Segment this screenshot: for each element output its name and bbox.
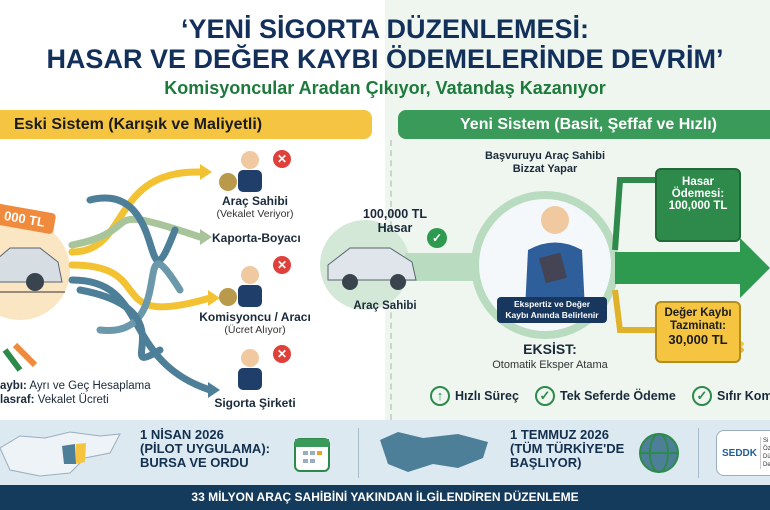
footer-banner: 33 MİLYON ARAÇ SAHİBİNİ YAKINDAN İLGİLEN… [0, 485, 770, 510]
orange-arrow-icon [12, 342, 38, 368]
yellow-connector [612, 289, 655, 333]
damage-pay-line-2: 100,000 TL [668, 200, 728, 212]
arrow-heads [200, 164, 220, 398]
region-map-icon [0, 431, 121, 477]
feature-zero-commission: ✓ Sıfır Kom [692, 386, 770, 406]
big-green-arrow [615, 238, 770, 298]
check-icon: ✓ [427, 228, 447, 248]
feature-label: Hızlı Süreç [455, 389, 519, 403]
damage-label: Hasar [377, 221, 413, 235]
feature-fast: ↑ Hızlı Süreç [430, 386, 519, 406]
note-text: Vekalet Ücreti [34, 394, 109, 406]
actor-note: (Vekalet Veriyor) [216, 208, 294, 220]
apply-line-1: Başvuruyu Araç Sahibi [484, 150, 606, 162]
title-line-1: ‘YENİ SİGORTA DÜZENLEMESİ: [180, 14, 590, 44]
logo-side-line: Si [763, 438, 769, 444]
logo-side-line: Dü [763, 454, 770, 460]
new-system-banner: Yeni Sistem (Basit, Şeffaf ve Hızlı) [398, 110, 770, 139]
damage-payment-box: Hasar Ödemesi: 100,000 TL [655, 168, 741, 242]
actor-sigorta-sirketi: Sigorta Şirketi [214, 396, 296, 410]
logo-side-line: De [763, 462, 770, 468]
green-connector [612, 177, 655, 251]
expert-label-box: Ekspertiz ve Değer Kaybı Anında Belirlen… [497, 297, 607, 323]
logo-side-text: Si Öz Dü De [760, 437, 770, 469]
old-system-banner: Eski Sistem (Karışık ve Maliyetli) [0, 110, 372, 139]
value-loss-box: Değer Kaybı Tazminatı: 30,000 TL [655, 301, 741, 363]
actor-note: (Ücret Alıyor) [224, 324, 286, 336]
apply-line-2: Bizzat Yapar [512, 163, 578, 175]
globe-icon [639, 433, 679, 473]
timeline-divider [698, 428, 699, 478]
x-icon: ✕ [273, 150, 291, 168]
national-status: BAŞLIYOR) [510, 455, 582, 470]
old-system-illustration [0, 151, 262, 398]
tangled-arrows [68, 168, 214, 394]
national-date: 1 TEMMUZ 2026 [510, 427, 609, 442]
note-text: Ayrı ve Geç Hesaplama [26, 380, 151, 392]
expert-line-2: Kaybı Anında Belirlenir [505, 310, 599, 320]
eksist-title: EKSİST: [523, 341, 577, 357]
x-icon: ✕ [273, 345, 291, 363]
title-line-2: HASAR VE DEĞER KAYBI ÖDEMELERİNDE DEVRİM… [46, 44, 724, 74]
loss-line-1: Değer Kaybı [664, 307, 732, 319]
loss-line-2: Tazminatı: [669, 320, 726, 332]
damaged-car-icon [327, 247, 417, 290]
damaged-car-icon [0, 247, 63, 291]
up-arrow-icon: ↑ [430, 386, 450, 406]
expert-line-1: Ekspertiz ve Değer [513, 299, 591, 309]
owner-label: Araç Sahibi [353, 300, 417, 312]
calendar-icon [294, 438, 330, 472]
money-bag-icons [219, 173, 237, 306]
feature-label: Tek Seferde Ödeme [560, 389, 676, 403]
logo-text: SEDDK [722, 447, 758, 459]
check-icon: ✓ [692, 386, 712, 406]
eksist-sub: Otomatik Eksper Atama [492, 359, 608, 371]
old-note-1: aybı: Ayrı ve Geç Hesaplama [0, 380, 151, 392]
damage-pay-line-1: Hasar Ödemesi: [671, 176, 725, 200]
actor-arac-sahibi: Araç Sahibi [221, 194, 289, 208]
note-label: lasraf: [0, 394, 35, 406]
feature-label: Sıfır Kom [717, 389, 770, 403]
check-icon: ✓ [535, 386, 555, 406]
pilot-cities: BURSA VE ORDU [140, 455, 249, 470]
x-icon: ✕ [273, 256, 291, 274]
timeline-divider [358, 428, 359, 478]
loss-amount: 30,000 TL [668, 332, 728, 347]
pilot-label: (PİLOT UYGULAMA): [140, 441, 270, 456]
expert-person-icon [525, 206, 585, 310]
subtitle: Komisyoncular Aradan Çıkıyor, Vatandaş K… [164, 78, 606, 98]
pilot-date: 1 NİSAN 2026 [140, 427, 224, 442]
note-label: aybı: [0, 380, 27, 392]
person-icons [238, 151, 262, 390]
actor-kaporta-boyaci: Kaporta-Boyacı [212, 231, 301, 245]
turkey-map-icon [380, 432, 488, 472]
feature-single-payment: ✓ Tek Seferde Ödeme [535, 386, 676, 406]
damage-amount: 100,000 TL [363, 207, 427, 221]
national-label: (TÜM TÜRKİYE'DE [510, 441, 625, 456]
actor-komisyoncu: Komisyoncu / Aracı [199, 310, 311, 324]
old-note-2: lasraf: Vekalet Ücreti [0, 394, 109, 406]
seddk-logo: SEDDK Si Öz Dü De [716, 430, 770, 476]
green-arrow-icon [2, 348, 23, 372]
logo-side-line: Öz [763, 446, 770, 452]
